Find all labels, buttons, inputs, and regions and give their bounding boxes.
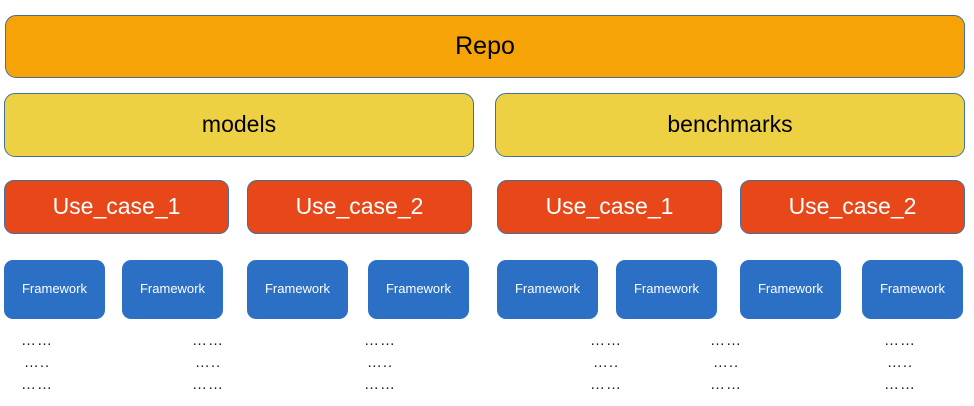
ellipsis-column-4: …… ….. …… (551, 330, 661, 396)
ellipsis-row: …… (884, 376, 916, 393)
ellipsis-column-1: …… ….. …… (0, 330, 92, 396)
ellipsis-row: …… (21, 376, 53, 393)
node-usecase-benchmarks-1[interactable]: Use_case_1 (497, 180, 722, 234)
node-framework-6[interactable]: Framework (616, 260, 717, 319)
node-usecase-models-2[interactable]: Use_case_2 (247, 180, 472, 234)
ellipsis-row: …… (590, 376, 622, 393)
ellipsis-row: …… (364, 376, 396, 393)
ellipsis-row: …… (590, 332, 622, 349)
ellipsis-row: ….. (23, 354, 51, 371)
ellipsis-column-3: …… ….. …… (325, 330, 435, 396)
ellipsis-row: …… (364, 332, 396, 349)
ellipsis-row: ….. (194, 354, 222, 371)
node-framework-7[interactable]: Framework (740, 260, 841, 319)
ellipsis-row: …… (710, 332, 742, 349)
node-framework-3[interactable]: Framework (247, 260, 348, 319)
node-usecase-models-1[interactable]: Use_case_1 (4, 180, 229, 234)
node-framework-4[interactable]: Framework (368, 260, 469, 319)
ellipsis-row: …… (192, 376, 224, 393)
ellipsis-row: …… (710, 376, 742, 393)
node-usecase-benchmarks-2[interactable]: Use_case_2 (740, 180, 965, 234)
ellipsis-row: ….. (366, 354, 394, 371)
node-repo[interactable]: Repo (5, 15, 965, 78)
node-framework-8[interactable]: Framework (862, 260, 963, 319)
ellipsis-row: ….. (712, 354, 740, 371)
node-directory-benchmarks[interactable]: benchmarks (495, 93, 965, 157)
node-framework-5[interactable]: Framework (497, 260, 598, 319)
ellipsis-row: …… (192, 332, 224, 349)
ellipsis-column-6: …… ….. …… (845, 330, 955, 396)
node-directory-models[interactable]: models (4, 93, 474, 157)
ellipsis-row: ….. (886, 354, 914, 371)
node-framework-2[interactable]: Framework (122, 260, 223, 319)
node-framework-1[interactable]: Framework (4, 260, 105, 319)
ellipsis-row: …… (884, 332, 916, 349)
ellipsis-column-5: …… ….. …… (671, 330, 781, 396)
ellipsis-row: …… (21, 332, 53, 349)
ellipsis-row: ….. (592, 354, 620, 371)
ellipsis-column-2: …… ….. …… (153, 330, 263, 396)
